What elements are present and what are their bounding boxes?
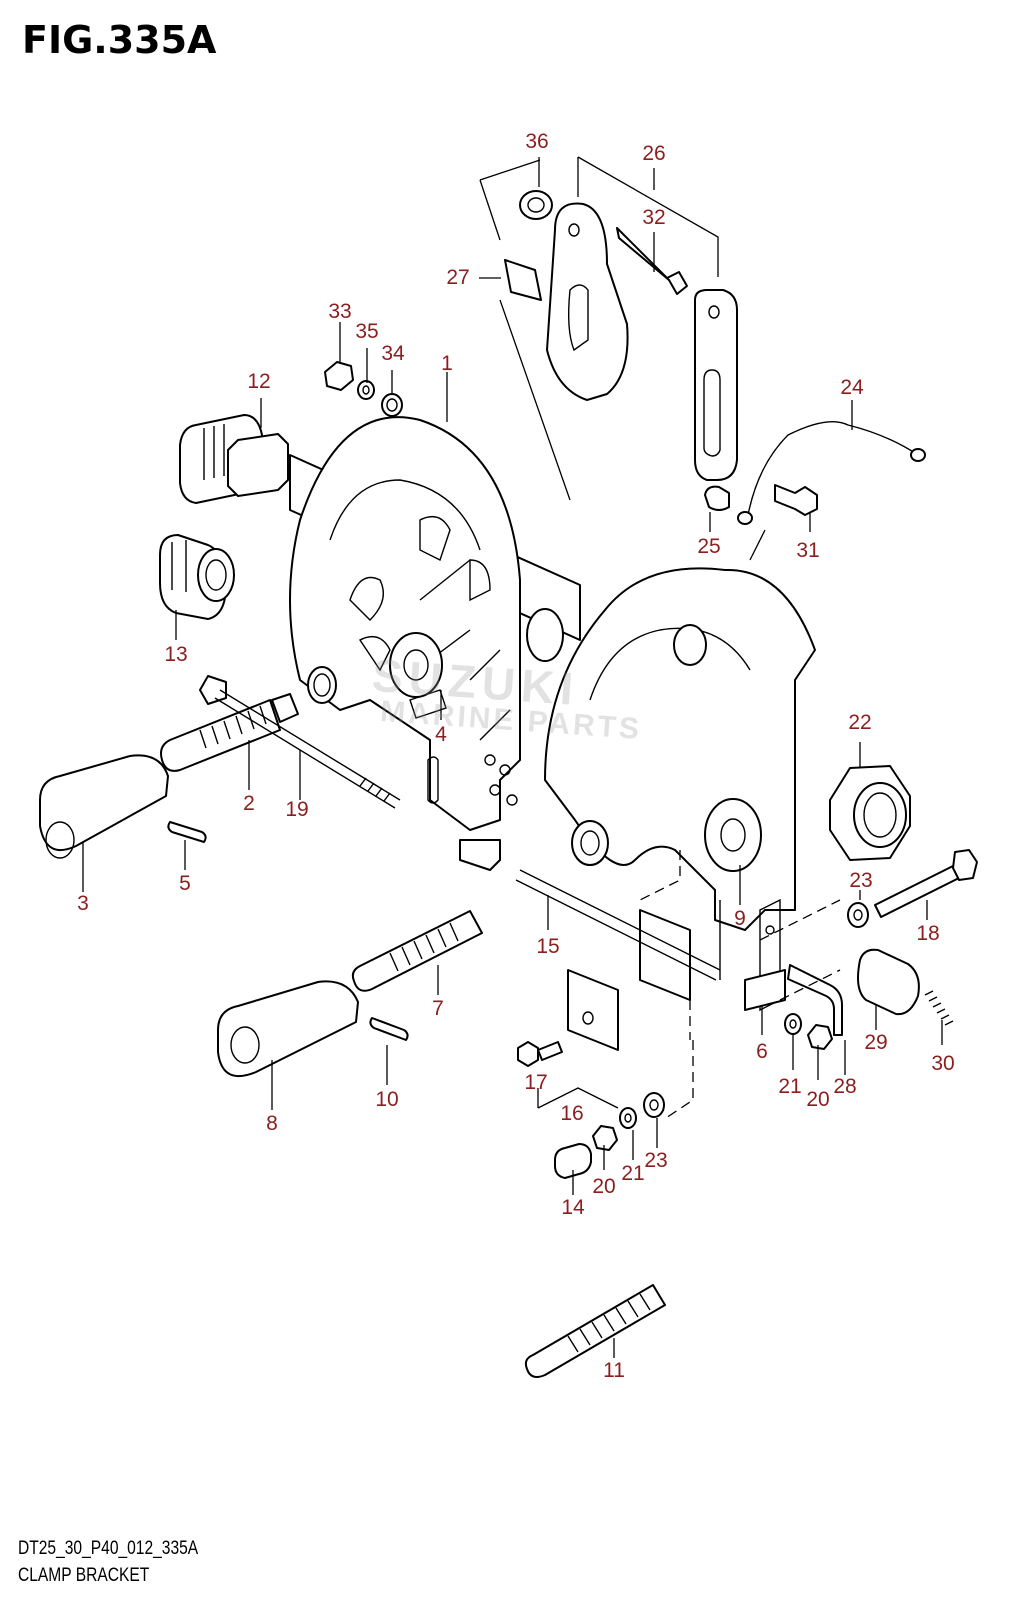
callout-32: 32 [642,206,665,229]
figure-title: FIG.335A [22,18,217,62]
part-3-clamp-pad [39,754,169,859]
callout-10: 10 [375,1088,398,1111]
part-25-screw [704,485,730,511]
callout-23-a: 23 [849,869,872,892]
callout-9: 9 [734,907,746,930]
callout-36: 36 [525,130,548,153]
callout-29: 29 [864,1031,887,1054]
part-26-link-plate [694,289,738,481]
callout-18: 18 [916,922,939,945]
part-27-pad [504,259,542,301]
callout-11: 11 [603,1359,625,1382]
part-23-washer [847,902,869,928]
callout-24: 24 [840,376,864,399]
part-6-bracket [744,969,786,1011]
callout-27: 27 [446,266,469,289]
callout-5: 5 [179,872,191,895]
part-20-nut-b [592,1125,618,1151]
part-33-nut [324,361,354,391]
callout-19: 19 [285,798,308,821]
callout-3: 3 [77,892,89,915]
callout-22: 22 [848,711,871,734]
callout-20-b: 20 [592,1175,615,1198]
figure-code: DT25_30_P40_012_335A [18,1538,199,1559]
callout-31: 31 [796,539,819,562]
callout-33: 33 [328,300,351,323]
part-10-pin [369,1017,409,1041]
part-18-bolt [874,849,978,918]
part-8-clamp-pad [217,980,359,1077]
part-17-bolt [517,1041,563,1067]
callout-25: 25 [697,535,720,558]
part-26-tilt-lever [546,202,629,401]
part-19-bolt [199,675,401,809]
part-22-nut [829,765,911,861]
part-21-washer-a [784,1013,802,1035]
callout-7: 7 [432,997,444,1020]
part-4-pin [409,689,447,719]
callout-30: 30 [931,1052,954,1075]
callout-8: 8 [266,1112,278,1135]
figure-name: CLAMP BRACKET [18,1565,150,1586]
callout-21-a: 21 [778,1075,801,1098]
part-24-ground-wire [737,420,926,525]
callout-28: 28 [833,1075,856,1098]
callout-1: 1 [441,352,453,375]
callout-15: 15 [536,935,559,958]
part-16-plate [567,969,619,1051]
callout-16: 16 [560,1102,583,1125]
part-28-stopper [787,964,843,1036]
callout-21-b: 21 [621,1162,644,1185]
part-36-clip [519,190,553,220]
part-5-pin [167,821,207,843]
callout-2: 2 [243,792,255,815]
callout-12: 12 [247,370,270,393]
part-34-washer [381,393,403,417]
callout-labels: 36 26 32 27 33 35 34 1 12 24 25 31 13 4 … [77,130,955,1382]
part-31-bolt [774,484,818,516]
part-21-washer-b [619,1107,637,1129]
callout-26: 26 [642,142,665,165]
callout-13: 13 [164,643,187,666]
part-30-spring [924,990,954,1026]
part-2-clamp-screw [160,693,299,772]
callout-17: 17 [524,1071,547,1094]
part-29-knob [857,948,920,1016]
right-clamp-bracket [544,567,816,1012]
callout-23-b: 23 [644,1149,667,1172]
part-15-shaft [515,869,721,981]
part-11-screw [524,1284,666,1378]
part-32-bolt [616,227,688,295]
part-7-clamp-screw [351,910,483,992]
part-1-left-clamp-bracket [289,416,564,871]
part-20-nut-a [807,1024,833,1050]
callout-4: 4 [435,723,447,746]
leader-lines [82,156,943,1358]
callout-34: 34 [381,342,405,365]
part-13-bushing [159,534,235,620]
callout-35: 35 [355,320,378,343]
part-23-washer-b [643,1092,665,1118]
callout-20-a: 20 [806,1088,829,1111]
part-14-cap [554,1143,592,1179]
callout-6: 6 [756,1040,768,1063]
part-35-washer [357,380,375,400]
callout-14: 14 [561,1196,585,1219]
